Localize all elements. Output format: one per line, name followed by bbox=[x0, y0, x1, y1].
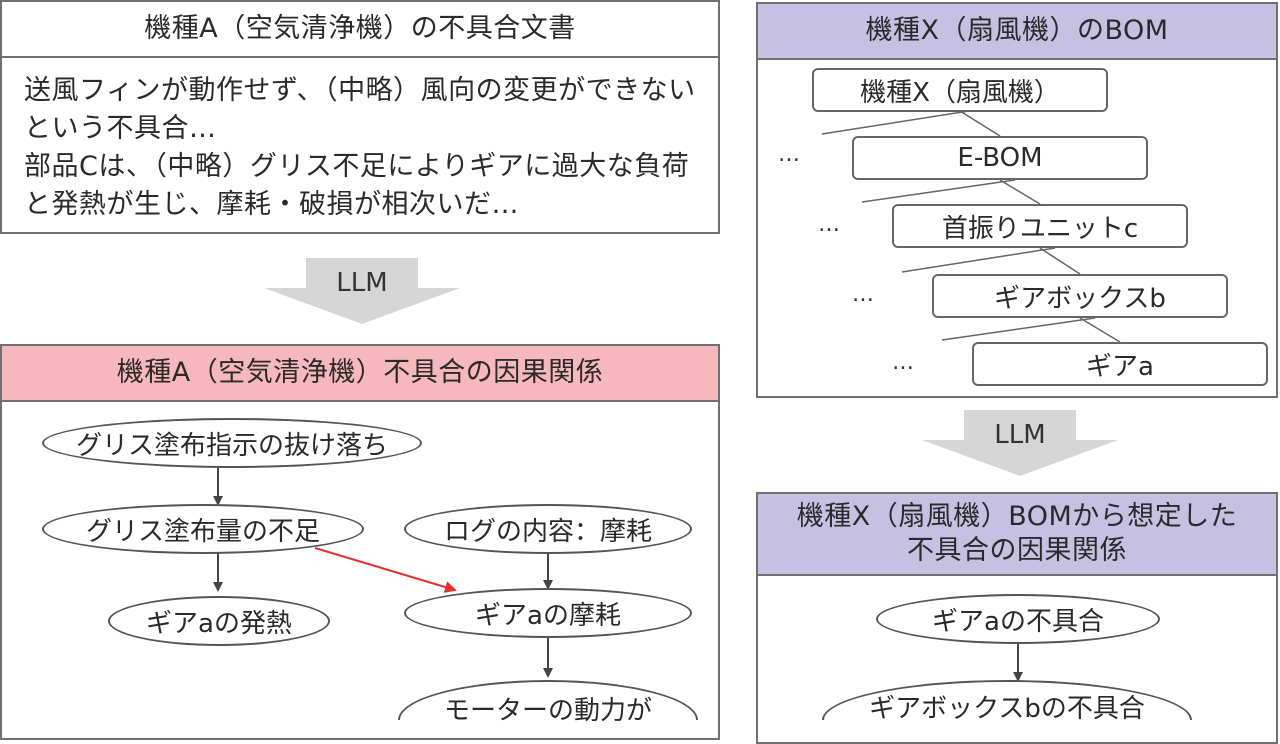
bom-item-label: ギアa bbox=[1086, 351, 1154, 382]
node-label: ギアaの発熱 bbox=[146, 608, 292, 639]
node-grease-shortage: グリス塗布量の不足 bbox=[42, 504, 364, 554]
bom-link bbox=[861, 179, 1016, 203]
llm-arrow-left: LLM bbox=[262, 258, 462, 324]
bom-ellipsis: … bbox=[818, 212, 840, 237]
bom-item-label: ギアボックスb bbox=[994, 283, 1166, 314]
node-log-wear: ログの内容：摩耗 bbox=[404, 504, 692, 554]
node-label: モーターの動力が bbox=[443, 696, 652, 726]
causal-x-title: 機種X（扇風機）BOMから想定した 不具合の因果関係 bbox=[756, 492, 1278, 576]
causal-a-title: 機種A（空気清浄機）不具合の因果関係 bbox=[0, 344, 720, 402]
bom-ellipsis: … bbox=[892, 350, 914, 375]
node-gear-a-defect: ギアaの不具合 bbox=[876, 594, 1160, 644]
doc-line: 送風フィンが動作せず、（中略）風向の変更ができない bbox=[24, 75, 696, 106]
bom-link bbox=[941, 317, 1096, 341]
bom-item-label: 機種X（扇風機） bbox=[860, 77, 1060, 108]
doc-line: 部品Cは、（中略）グリス不足によりギアに過大な負荷 bbox=[24, 151, 690, 182]
bom-item-ebom: E-BOM bbox=[852, 136, 1148, 180]
node-label: ギアボックスbの不具合 bbox=[869, 694, 1145, 724]
bom-item-gear-a: ギアa bbox=[972, 342, 1268, 386]
bom-item-label: 首振りユニットc bbox=[941, 213, 1139, 244]
doc-title-text: 機種A（空気清浄機）の不具合文書 bbox=[144, 13, 576, 45]
down-arrow-icon bbox=[922, 410, 1118, 476]
llm-arrow-right: LLM bbox=[920, 410, 1120, 476]
bom-link bbox=[1039, 247, 1081, 275]
doc-line: という不具合… bbox=[24, 113, 217, 144]
edge-n2-n5 bbox=[314, 547, 457, 593]
bom-title: 機種X（扇風機）のBOM bbox=[756, 2, 1278, 60]
bom-link bbox=[959, 110, 1001, 137]
bom-item-gearbox: ギアボックスb bbox=[932, 274, 1228, 318]
node-gear-heating: ギアaの発熱 bbox=[108, 596, 330, 646]
node-label: グリス塗布量の不足 bbox=[85, 516, 320, 547]
doc-text: 送風フィンが動作せず、（中略）風向の変更ができない という不具合… 部品Cは、（… bbox=[24, 72, 696, 224]
diagram-connectors bbox=[213, 109, 1121, 682]
bom-link bbox=[999, 179, 1041, 205]
causal-a-title-text: 機種A（空気清浄機）不具合の因果関係 bbox=[116, 357, 604, 389]
node-grease-instruction-missing: グリス塗布指示の抜け落ち bbox=[42, 418, 422, 468]
bom-ellipsis: … bbox=[778, 142, 800, 167]
doc-title: 機種A（空気清浄機）の不具合文書 bbox=[0, 0, 720, 58]
bom-ellipsis: … bbox=[852, 282, 874, 307]
llm-label: LLM bbox=[336, 268, 388, 298]
bom-title-text: 機種X（扇風機）のBOM bbox=[865, 15, 1169, 47]
node-label: ギアaの不具合 bbox=[932, 606, 1104, 637]
causal-x-title-line2: 不具合の因果関係 bbox=[907, 535, 1127, 566]
node-gear-wear: ギアaの摩耗 bbox=[404, 588, 692, 638]
bom-item-swing-unit: 首振りユニットc bbox=[892, 204, 1188, 248]
bom-link bbox=[1079, 317, 1121, 343]
doc-body: 送風フィンが動作せず、（中略）風向の変更ができない という不具合… 部品Cは、（… bbox=[0, 56, 720, 234]
node-label: グリス塗布指示の抜け落ち bbox=[75, 430, 388, 461]
bom-item-label: E-BOM bbox=[957, 143, 1043, 173]
bom-link bbox=[821, 109, 976, 135]
llm-label: LLM bbox=[994, 420, 1046, 450]
bom-link bbox=[901, 247, 1056, 273]
doc-line: と発熱が生じ、摩耗・破損が相次いだ… bbox=[24, 189, 519, 220]
node-label: ログの内容：摩耗 bbox=[443, 516, 652, 547]
down-arrow-icon bbox=[264, 258, 460, 324]
causal-x-title-line1: 機種X（扇風機）BOMから想定した bbox=[796, 501, 1238, 533]
node-label: ギアaの摩耗 bbox=[475, 600, 621, 631]
bom-item-model-x: 機種X（扇風機） bbox=[812, 68, 1108, 112]
